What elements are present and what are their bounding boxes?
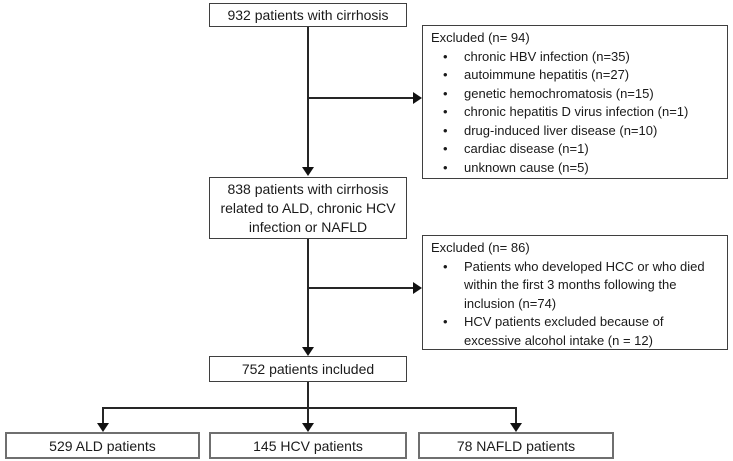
excluded-second-item: HCV patients excluded because of excessi… [431, 313, 719, 350]
excluded-first-list: chronic HBV infection (n=35) autoimmune … [431, 48, 719, 178]
connector-eligible-to-included [307, 239, 309, 348]
box-excluded-first: Excluded (n= 94) chronic HBV infection (… [422, 25, 728, 179]
excluded-first-item: autoimmune hepatitis (n=27) [431, 66, 719, 85]
arrowhead-down-icon [97, 423, 109, 432]
excluded-first-item: genetic hemochromatosis (n=15) [431, 85, 719, 104]
connector-split-to-nafld [515, 407, 517, 424]
connector-split-to-hcv [307, 407, 309, 424]
box-included: 752 patients included [209, 356, 407, 382]
excluded-first-item: chronic hepatitis D virus infection (n=1… [431, 103, 719, 122]
excluded-first-item: unknown cause (n=5) [431, 159, 719, 178]
arrowhead-down-icon [510, 423, 522, 432]
box-group-hcv-label: 145 HCV patients [253, 437, 363, 454]
box-group-nafld-label: 78 NAFLD patients [456, 437, 576, 454]
box-eligible-label: 838 patients with cirrhosis related to A… [220, 180, 396, 235]
connector-cohort-to-eligible [307, 26, 309, 167]
box-eligible: 838 patients with cirrhosis related to A… [209, 177, 407, 239]
box-cohort-label: 932 patients with cirrhosis [227, 6, 389, 23]
excluded-first-title: Excluded (n= 94) [431, 30, 530, 45]
excluded-second-title: Excluded (n= 86) [431, 240, 530, 255]
box-included-label: 752 patients included [241, 360, 375, 377]
arrowhead-down-icon [302, 423, 314, 432]
box-group-nafld: 78 NAFLD patients [418, 432, 614, 459]
connector-included-to-split [307, 382, 309, 408]
box-group-hcv: 145 HCV patients [209, 432, 407, 459]
arrowhead-down-icon [302, 347, 314, 356]
arrowhead-right-icon [413, 282, 422, 294]
excluded-first-item: drug-induced liver disease (n=10) [431, 122, 719, 141]
excluded-first-item: chronic HBV infection (n=35) [431, 48, 719, 67]
excluded-second-list: Patients who developed HCC or who died w… [431, 258, 719, 351]
arrowhead-right-icon [413, 92, 422, 104]
connector-branch-excluded-first [308, 97, 414, 99]
box-group-ald-label: 529 ALD patients [49, 437, 156, 454]
box-cohort: 932 patients with cirrhosis [209, 3, 407, 27]
excluded-second-item: Patients who developed HCC or who died w… [431, 258, 719, 314]
box-group-ald: 529 ALD patients [5, 432, 200, 459]
box-excluded-second: Excluded (n= 86) Patients who developed … [422, 235, 728, 350]
connector-split-bar [102, 407, 516, 409]
excluded-first-item: cardiac disease (n=1) [431, 140, 719, 159]
connector-branch-excluded-second [308, 287, 414, 289]
arrowhead-down-icon [302, 167, 314, 176]
connector-split-to-ald [102, 407, 104, 424]
